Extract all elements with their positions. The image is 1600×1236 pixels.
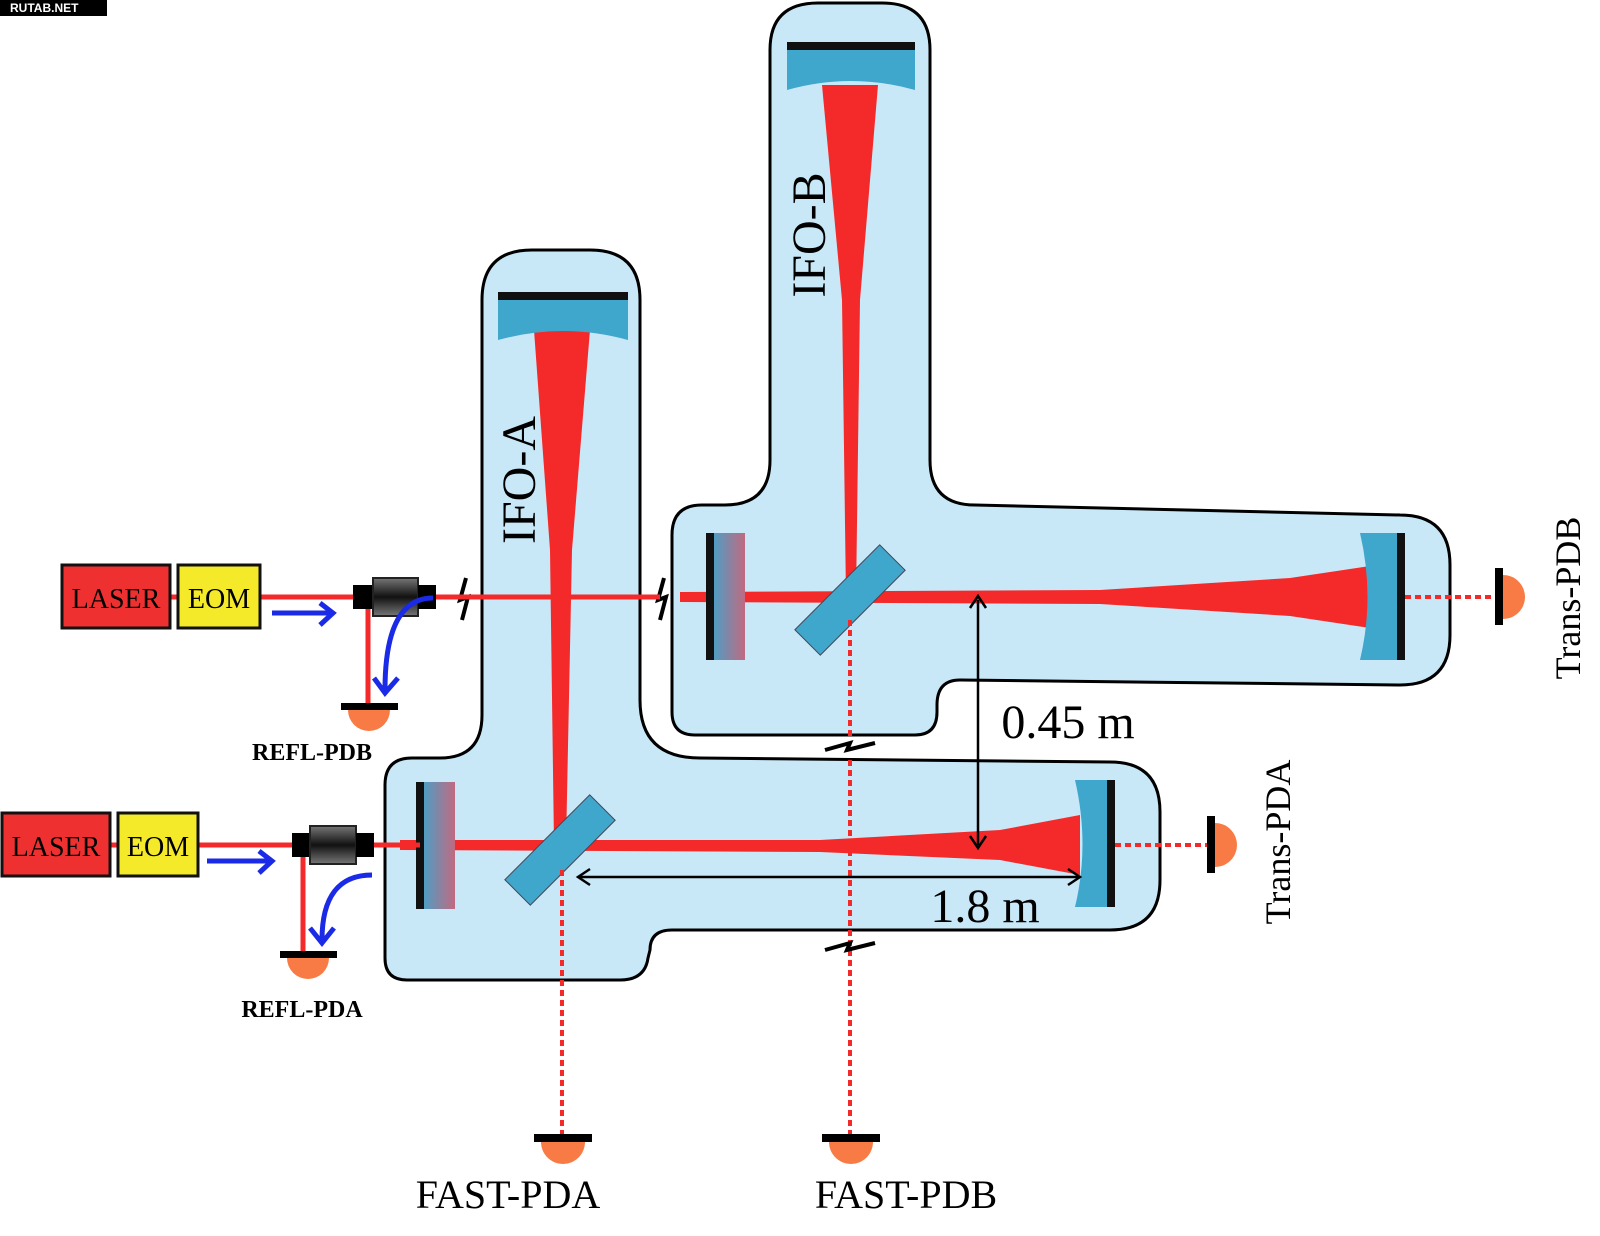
- watermark: RUTAB.NET: [0, 0, 107, 16]
- ifo-a-end-mirror-right: [1075, 780, 1110, 907]
- laser-box: [0, 811, 112, 878]
- ifo-a-optics: [400, 292, 1210, 1135]
- refl-pda-photodiode: [280, 951, 337, 958]
- laser-chain-a: LASER EOM REFL-PDA: [0, 811, 420, 1023]
- ifo-b-vacuum-envelope: [670, 1, 1452, 737]
- ifo-b-end-mirror-right: [1360, 533, 1400, 660]
- svg-text:REFL-PDA: REFL-PDA: [241, 997, 363, 1023]
- ifo-a-end-mirror-top: [498, 296, 628, 340]
- svg-text:1.8 m: 1.8 m: [930, 880, 1039, 933]
- svg-text:EOM: EOM: [188, 584, 250, 615]
- ifo-b-optics: [680, 42, 1495, 1135]
- ifo-b-end-mirror-top: [787, 45, 915, 90]
- ifo-b-horizontal-beam: [680, 566, 1370, 628]
- separation-dimension: 0.45 m: [968, 593, 1135, 851]
- ifo-b-label: IFO-B: [783, 172, 836, 297]
- ifo-a-beamsplitter: [504, 794, 616, 906]
- ifo-a-vertical-beam: [534, 330, 590, 845]
- ifo-a-input-mirror: [418, 782, 455, 909]
- svg-text:RUTAB.NET: RUTAB.NET: [10, 1, 79, 15]
- isolator: [292, 833, 310, 857]
- ifo-b-vertical-beam: [822, 85, 878, 598]
- svg-text:Trans-PDA: Trans-PDA: [1258, 760, 1298, 925]
- svg-text:0.45 m: 0.45 m: [1001, 696, 1134, 749]
- svg-text:EOM: EOM: [127, 832, 189, 863]
- svg-text:LASER: LASER: [12, 832, 101, 863]
- trans-pdb-photodiode: Trans-PDB: [1495, 517, 1588, 680]
- svg-text:REFL-PDB: REFL-PDB: [252, 740, 372, 766]
- trans-pda-photodiode: Trans-PDA: [1207, 760, 1298, 925]
- arm-length-dimension: 1.8 m: [575, 867, 1083, 933]
- eom-box: [116, 811, 200, 878]
- eom-box: [176, 563, 262, 630]
- fast-pda-photodiode: FAST-PDA: [416, 1134, 601, 1217]
- fast-pdb-photodiode: FAST-PDB: [815, 1134, 997, 1217]
- ifo-b-beamsplitter: [794, 544, 906, 656]
- svg-text:FAST-PDA: FAST-PDA: [416, 1172, 601, 1217]
- isolator: [353, 585, 373, 609]
- refl-pdb-photodiode: [341, 703, 398, 710]
- ifo-a-horizontal-beam: [400, 815, 1080, 875]
- svg-text:FAST-PDB: FAST-PDB: [815, 1172, 997, 1217]
- svg-text:LASER: LASER: [72, 584, 161, 615]
- laser-chain-b: LASER EOM REFL-PDB: [60, 563, 660, 766]
- laser-box: [60, 563, 172, 630]
- ifo-a-label: IFO-A: [493, 416, 546, 544]
- ifo-b-input-mirror: [708, 533, 745, 660]
- svg-text:Trans-PDB: Trans-PDB: [1548, 517, 1588, 680]
